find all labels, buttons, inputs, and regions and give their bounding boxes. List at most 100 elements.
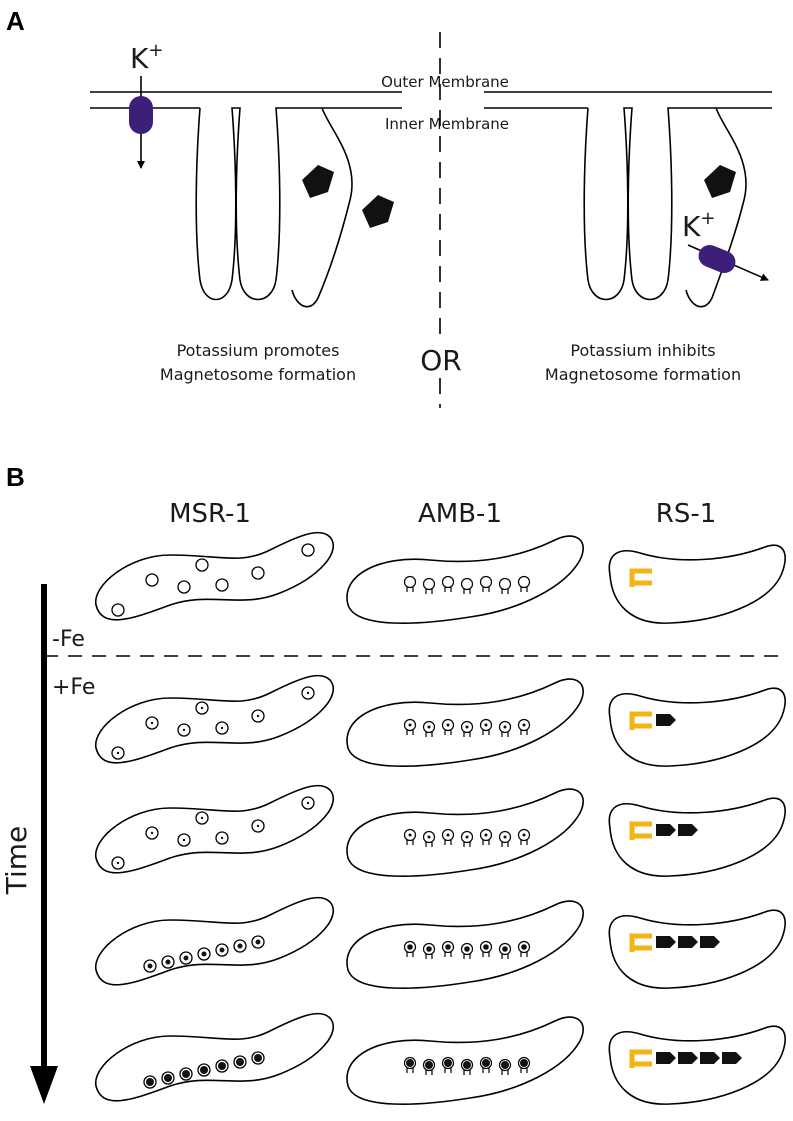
amb1-magnetite [427, 835, 431, 839]
amb1-invagination [463, 589, 471, 594]
amb1-invagination [501, 732, 509, 737]
k-ion-label-right: K+ [682, 208, 715, 243]
amb1-magnetite [520, 1059, 528, 1067]
or-label: OR [420, 344, 462, 377]
amb1-invagination [520, 730, 528, 735]
rs1-magnetite-crystal [656, 1052, 676, 1064]
amb1-invagination [482, 952, 490, 957]
msr1-magnetite [146, 1078, 154, 1086]
minus-fe-label: -Fe [52, 627, 85, 652]
amb1-magnetite [445, 944, 451, 950]
amb1-invagination [406, 730, 414, 735]
msr1-magnetite [150, 831, 154, 835]
amb1-magnetite [446, 833, 450, 837]
potassium-transporter-right [698, 245, 736, 273]
amb1-magnetite [484, 723, 488, 727]
amb1-invagination [520, 587, 528, 592]
k-ion-label-left: K+ [130, 40, 163, 75]
rs1-magnetite-crystal [678, 936, 698, 948]
amb1-invagination [425, 842, 433, 847]
invagination-right [583, 107, 747, 308]
amb1-invagination [482, 840, 490, 845]
amb1-magnetite [425, 1061, 433, 1069]
amb1-magnetite [464, 946, 470, 952]
amb1-invagination [463, 954, 471, 959]
amb1-magnetite [427, 725, 431, 729]
rs1-magnetite-crystal [678, 1052, 698, 1064]
rs1-membrane-structure [629, 821, 652, 840]
rs1-membrane-structure [629, 711, 652, 730]
amb1-invagination [425, 732, 433, 737]
amb1-invagination [501, 589, 509, 594]
amb1-magnetite [407, 944, 413, 950]
msr1-magnetite [255, 939, 261, 945]
strain-label-rs1: RS-1 [656, 499, 717, 529]
amb1-magnetite [501, 1061, 509, 1069]
amb1-invagination [406, 840, 414, 845]
amb1-invagination [501, 954, 509, 959]
time-arrow-head [30, 1066, 58, 1104]
amb1-magnetite [408, 833, 412, 837]
strain-label-msr1: MSR-1 [169, 499, 251, 529]
msr1-vesicle [177, 580, 191, 594]
amb1-vesicle [479, 575, 493, 589]
rs1-cell [608, 797, 786, 877]
amb1-magnetite [483, 944, 489, 950]
rs1-magnetite-crystal [700, 1052, 720, 1064]
msr1-magnetite [220, 836, 224, 840]
msr1-vesicle [145, 573, 159, 587]
msr1-magnetite [150, 721, 154, 725]
msr1-magnetite [220, 726, 224, 730]
panel-a-letter: A [6, 6, 25, 36]
amb1-invagination [444, 1068, 452, 1073]
amb1-magnetite [426, 946, 432, 952]
msr1-magnetite [219, 947, 225, 953]
amb1-invagination [463, 732, 471, 737]
left-caption-line1: Potassium promotes [177, 341, 340, 360]
amb1-magnetite [465, 725, 469, 729]
msr1-magnetite [306, 691, 310, 695]
msr1-magnetite [116, 751, 120, 755]
msr1-magnetite [165, 959, 171, 965]
msr1-magnetite [164, 1074, 172, 1082]
msr1-magnetite [256, 714, 260, 718]
msr1-magnetite [218, 1062, 226, 1070]
magnetite-crystal [362, 195, 394, 228]
rs1-cell [608, 1025, 786, 1105]
cell-grid [95, 531, 786, 1105]
msr1-magnetite [237, 943, 243, 949]
invagination-left [195, 107, 353, 308]
amb1-magnetite [503, 835, 507, 839]
amb1-vesicle [422, 577, 436, 591]
msr1-magnetite [182, 838, 186, 842]
amb1-vesicle [460, 577, 474, 591]
amb1-invagination [444, 952, 452, 957]
amb1-invagination [425, 954, 433, 959]
rs1-magnetite-crystal [722, 1052, 742, 1064]
amb1-invagination [444, 587, 452, 592]
msr1-cell [95, 674, 335, 764]
amb1-invagination [425, 1070, 433, 1075]
amb1-magnetite [408, 723, 412, 727]
msr1-magnetite [201, 951, 207, 957]
panel-b-letter: B [6, 462, 25, 492]
amb1-magnetite [521, 944, 527, 950]
panel-b: B MSR-1 AMB-1 RS-1 -Fe +Fe Time [0, 462, 786, 1105]
amb1-invagination [406, 1068, 414, 1073]
right-caption-line2: Magnetosome formation [545, 365, 741, 384]
amb1-vesicle [441, 575, 455, 589]
amb1-magnetite [522, 833, 526, 837]
amb1-invagination [501, 1070, 509, 1075]
amb1-invagination [482, 730, 490, 735]
amb1-vesicle [498, 577, 512, 591]
amb1-magnetite [463, 1061, 471, 1069]
panel-a: A Outer Membrane Inner Membrane K+ K+ OR… [6, 6, 772, 408]
amb1-magnetite [502, 946, 508, 952]
plus-fe-label: +Fe [52, 675, 95, 700]
amb1-invagination [444, 840, 452, 845]
amb1-invagination [444, 730, 452, 735]
msr1-vesicle [195, 558, 209, 572]
msr1-cell [95, 896, 335, 986]
amb1-magnetite [444, 1059, 452, 1067]
